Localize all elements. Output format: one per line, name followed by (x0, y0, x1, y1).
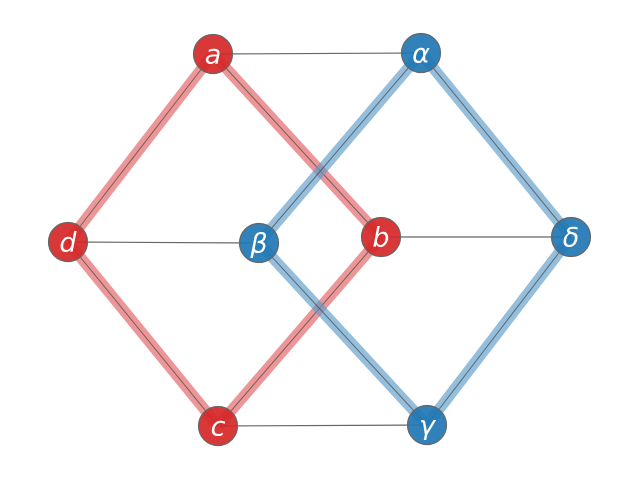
node-d: d (47, 221, 89, 263)
node-layer: a b c d α β γ δ (47, 32, 592, 447)
node-b-label: b (372, 223, 389, 254)
edge-gamma-delta-core (426, 236, 572, 426)
node-a: a (192, 33, 234, 75)
edge-d-beta (67, 241, 260, 244)
node-gamma-label: γ (419, 411, 437, 442)
node-alpha-label: α (412, 39, 430, 70)
node-delta-label: δ (563, 223, 580, 254)
edge-beta-gamma-core (258, 242, 428, 426)
node-alpha-circle (400, 32, 442, 74)
node-alpha: α (400, 32, 442, 74)
node-a-circle (192, 33, 234, 75)
node-beta: β (238, 222, 280, 264)
edge-delta-alpha-core (420, 52, 572, 238)
node-c: c (197, 405, 239, 447)
node-d-circle (47, 221, 89, 263)
node-gamma: γ (406, 404, 448, 446)
edge-d-a-core (67, 53, 214, 243)
node-c-label: c (211, 412, 226, 443)
edge-alpha-beta-core (258, 52, 422, 244)
edge-layer (63, 49, 576, 430)
edge-c-d-core (67, 241, 219, 427)
edge-c-gamma (217, 424, 428, 427)
node-delta: δ (550, 216, 592, 258)
node-delta-circle (550, 216, 592, 258)
edge-b-c-core (217, 236, 382, 427)
node-beta-label: β (249, 229, 267, 260)
node-b: b (360, 216, 402, 258)
node-c-circle (197, 405, 239, 447)
node-beta-circle (238, 222, 280, 264)
edge-a-alpha (212, 52, 422, 55)
node-b-circle (360, 216, 402, 258)
node-gamma-circle (406, 404, 448, 446)
edge-a-b-core (212, 53, 382, 238)
node-a-label: a (205, 40, 222, 71)
node-d-label: d (59, 228, 77, 259)
